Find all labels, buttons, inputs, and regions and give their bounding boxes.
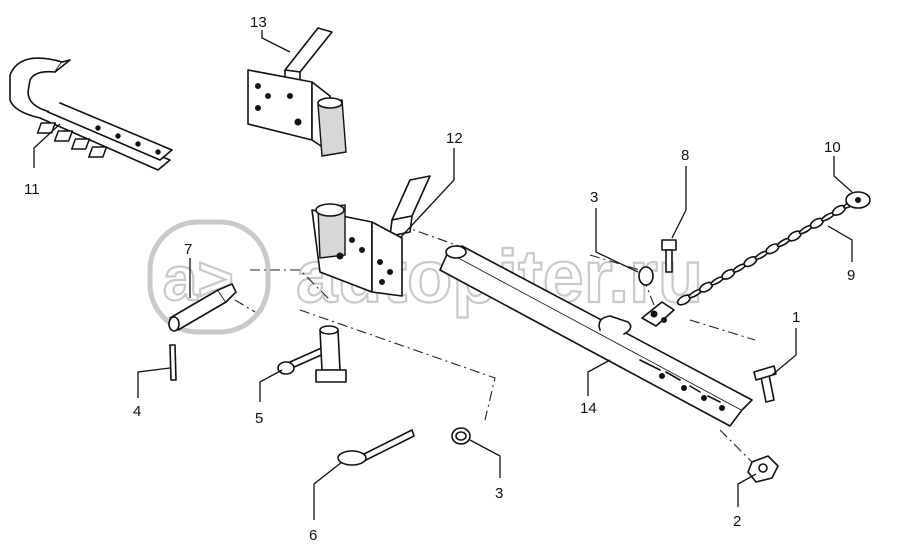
part-7-pin — [168, 283, 237, 332]
callout-8: 8 — [681, 147, 689, 164]
part-11-hook-bar — [9, 57, 173, 171]
callout-5: 5 — [255, 410, 263, 427]
part-9-chain — [676, 191, 871, 306]
callouts: 1 2 3 3 4 5 6 7 8 9 10 11 12 13 14 — [24, 14, 855, 544]
callout-12: 12 — [446, 130, 463, 147]
watermark-logo: a> — [147, 219, 271, 335]
part-4-cotter-pin — [169, 344, 177, 381]
callout-2: 2 — [733, 513, 741, 530]
part-1-bolt — [753, 365, 777, 403]
callout-6: 6 — [309, 527, 317, 544]
part-8-bolt — [661, 239, 677, 273]
part-12-drawbar-bracket — [311, 175, 431, 297]
part-2-nut — [747, 455, 779, 483]
watermark: a> autopiter.ru — [147, 219, 704, 335]
callout-3-upper: 3 — [590, 189, 598, 206]
callout-14: 14 — [580, 400, 597, 417]
part-14-drawbar — [439, 245, 753, 427]
callout-7: 7 — [184, 241, 192, 258]
callout-9: 9 — [847, 267, 855, 284]
callout-13: 13 — [250, 14, 267, 31]
leader-lines — [33, 30, 853, 520]
part-3-snap-ring-upper — [638, 266, 654, 286]
callout-10: 10 — [824, 139, 841, 156]
part-13-bracket — [247, 27, 347, 157]
callout-1: 1 — [792, 309, 800, 326]
drop-pin — [315, 325, 347, 383]
callout-11: 11 — [24, 181, 40, 198]
chain-shackle — [641, 301, 675, 327]
drawbar-holes — [639, 359, 725, 411]
hook-bar-holes — [36, 122, 161, 158]
callout-4: 4 — [133, 403, 141, 420]
callout-3-lower: 3 — [495, 485, 503, 502]
part-6-loop-pin — [337, 429, 415, 466]
part-3-snap-ring-lower — [451, 427, 471, 445]
